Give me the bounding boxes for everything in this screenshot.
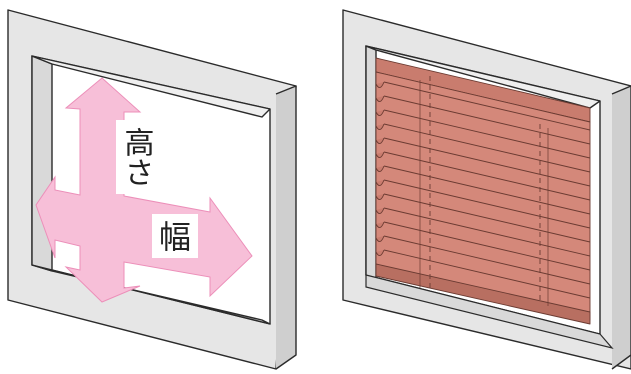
frame-sill-right — [365, 274, 614, 350]
blind-bottomrail — [375, 263, 591, 325]
height-label-box: 高さ — [116, 120, 156, 194]
width-label: 幅 — [159, 218, 191, 256]
blind — [375, 57, 591, 325]
height-label: 高さ — [119, 127, 154, 187]
width-label-box: 幅 — [152, 214, 198, 258]
